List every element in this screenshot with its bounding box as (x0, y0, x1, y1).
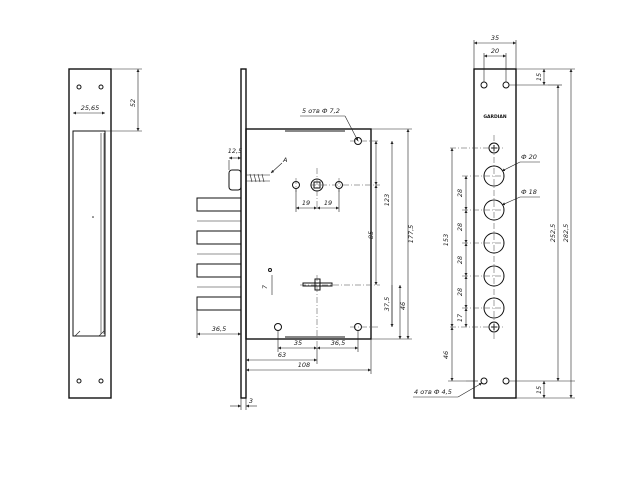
dim-37-5: 37,5 (383, 297, 391, 311)
faceplate-outline (473, 68, 517, 399)
pin-hole-icon (268, 268, 272, 272)
strike-screw-hole-icon (98, 84, 104, 90)
strike-screw-hole-icon (98, 378, 104, 384)
strike-screw-hole-icon (76, 378, 82, 384)
dia-18: Ф 18 (521, 188, 537, 196)
dim-177-5: 177,5 (407, 225, 415, 244)
dim-46-front: 46 (442, 351, 450, 359)
label-a: A (282, 156, 287, 164)
dim-252-5: 252,5 (549, 224, 557, 243)
dim-36-5-right: 36,5 (331, 339, 345, 347)
dim-108: 108 (298, 361, 310, 369)
dim-3: 3 (249, 397, 253, 405)
strike-plate-outline (68, 68, 112, 399)
dim-282-5: 282,5 (562, 224, 570, 243)
dim-19-left: 19 (302, 199, 310, 207)
cylinder-slot (302, 282, 333, 287)
dim-28-3: 28 (456, 256, 464, 264)
faceplate-side (240, 68, 247, 399)
brand-logo: GARDIAN (483, 114, 507, 120)
lock-body-view: 5 отв Ф 7,2 A 12,5 19 19 123 85 177,5 37… (196, 68, 415, 410)
deadbolts (196, 197, 242, 311)
faceplate-front-view: GARDIAN (413, 34, 575, 399)
callout-5-holes: 5 отв Ф 7,2 (302, 107, 340, 115)
dim-52: 52 (129, 99, 137, 107)
dim-15-top: 15 (535, 73, 543, 81)
dim-28-4: 28 (456, 288, 464, 296)
dim-28-1: 28 (456, 189, 464, 197)
latch-bolt (228, 169, 242, 191)
dim-28-2: 28 (456, 223, 464, 231)
faceplate-screw-hole-icon (480, 81, 488, 89)
faceplate-screw-hole-icon (502, 81, 510, 89)
dim-35-body: 35 (294, 339, 302, 347)
strike-plate-slot (72, 130, 106, 337)
dim-123: 123 (383, 194, 391, 206)
callout-4-holes: 4 отв Ф 4,5 (414, 388, 452, 396)
dim-7: 7 (261, 284, 269, 289)
dim-12-5: 12,5 (228, 147, 242, 155)
strike-screw-hole-icon (76, 84, 82, 90)
dia-20: Ф 20 (521, 153, 537, 161)
dim-17: 17 (456, 313, 464, 322)
faceplate-screw-hole-icon (502, 377, 510, 385)
strike-plate-view: 52 25,65 (68, 68, 142, 399)
dim-35-front: 35 (491, 34, 499, 42)
dim-15-bottom: 15 (535, 386, 543, 394)
faceplate-screw-hole-icon (480, 377, 488, 385)
dim-46-body: 46 (399, 302, 407, 310)
lock-case-outline (245, 128, 372, 340)
mount-hole-icon (274, 323, 282, 331)
dim-19-right: 19 (324, 199, 332, 207)
dim-20: 20 (491, 47, 499, 55)
dim-153: 153 (442, 234, 450, 246)
dim-63: 63 (278, 351, 286, 359)
dim-85: 85 (367, 231, 375, 239)
dim-25-65: 25,65 (81, 104, 100, 112)
dim-36-5-left: 36,5 (212, 325, 226, 333)
